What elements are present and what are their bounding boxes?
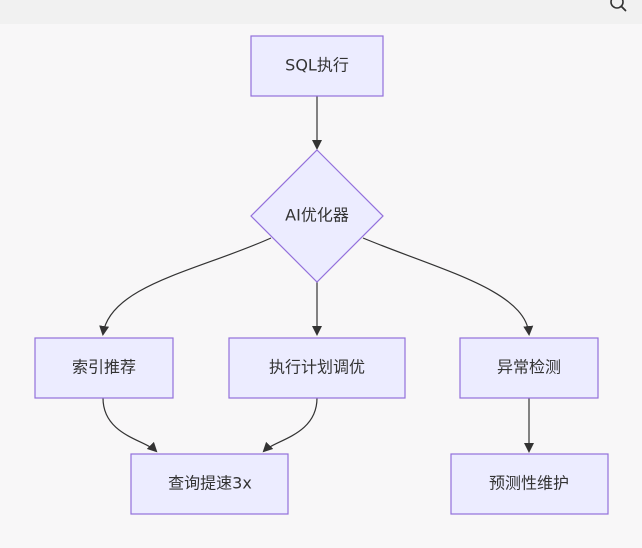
node-plan-tuning[interactable]: 执行计划调优 [228,337,406,399]
edge-plan-tuning-to-speedup [262,397,318,453]
node-predictive[interactable]: 预测性维护 [450,453,609,515]
node-predictive-label: 预测性维护 [489,474,569,493]
node-anomaly[interactable]: 异常检测 [459,337,599,399]
node-ai-optimizer-label: AI优化器 [285,206,349,225]
edges [99,96,534,453]
edge-ai-optimizer-to-index-rec [99,237,272,336]
diagram-canvas: SQL执行 AI优化器 索引推荐 执行计划调优 异常检测 查询提速3x 预测性维… [0,24,642,548]
top-toolbar [0,0,642,24]
node-plan-tuning-label: 执行计划调优 [269,358,365,377]
node-speedup[interactable]: 查询提速3x [130,453,289,515]
search-icon[interactable] [608,0,628,14]
flowchart: SQL执行 AI优化器 索引推荐 执行计划调优 异常检测 查询提速3x 预测性维… [34,35,609,515]
node-index-rec-label: 索引推荐 [72,358,136,377]
node-sql-exec-label: SQL执行 [285,56,349,75]
node-speedup-label: 查询提速3x [168,474,252,493]
edge-ai-optimizer-to-anomaly [362,237,534,336]
node-index-rec[interactable]: 索引推荐 [34,337,174,399]
edge-index-rec-to-speedup [102,397,158,453]
node-anomaly-label: 异常检测 [497,358,561,377]
node-sql-exec[interactable]: SQL执行 [250,35,384,97]
node-ai-optimizer[interactable]: AI优化器 [250,149,384,283]
